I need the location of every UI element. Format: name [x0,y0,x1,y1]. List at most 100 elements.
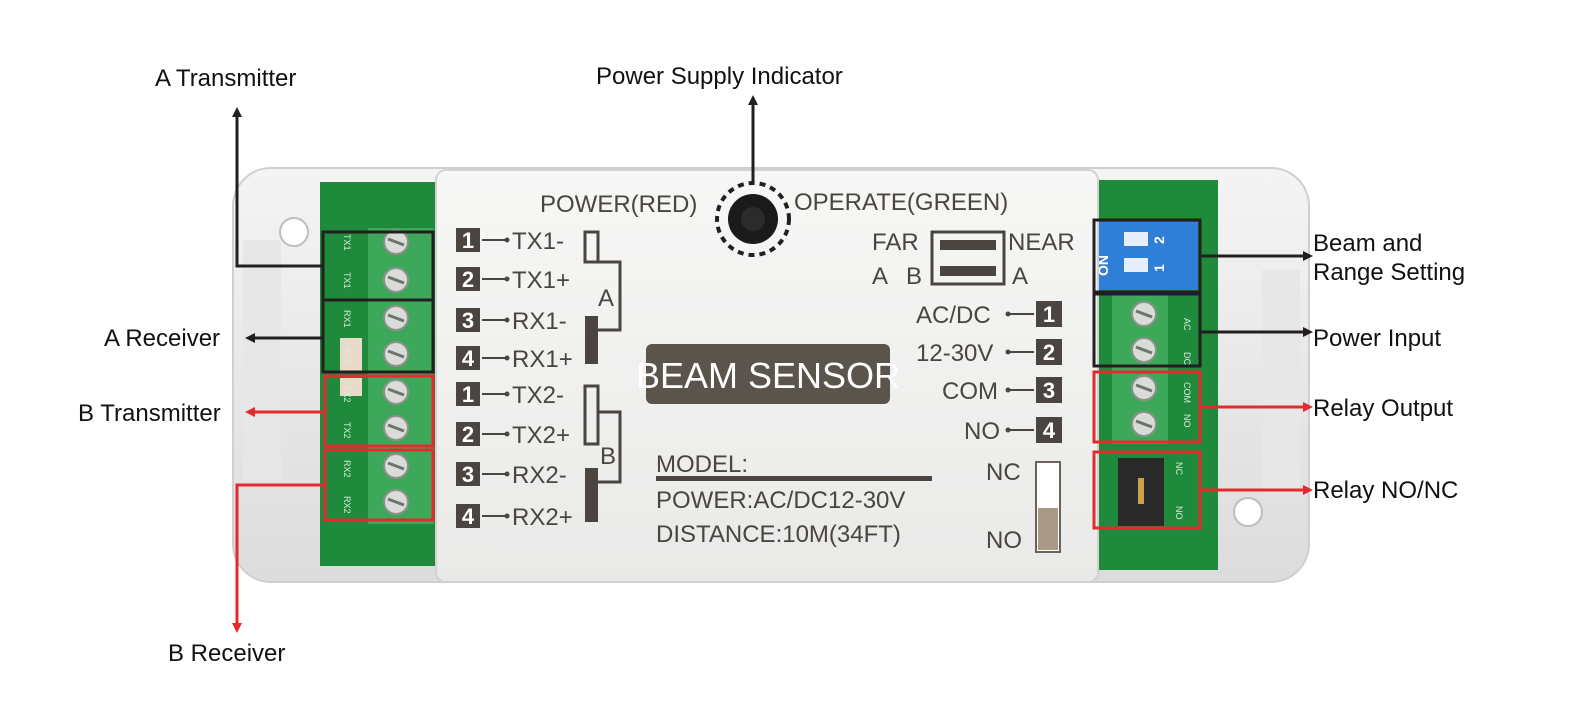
distance-spec: DISTANCE:10M(34FT) [656,521,901,548]
terminal-screw[interactable] [383,229,409,255]
label-a-receiver: A Receiver [104,325,220,352]
label-beam-range-1: Beam and [1313,230,1422,257]
mounting-hole-right [1233,497,1263,527]
terminal-number: 1 [462,382,474,407]
label-beam-range-2: Range Setting [1313,259,1465,286]
pcb-silk-mark: TX2 [342,422,352,439]
terminal-dot [504,391,510,397]
pcb-silk-mark: RX2 [342,496,352,514]
near-label: NEAR [1008,229,1075,256]
pcb-silk-mark: TX2 [342,386,352,403]
pcb-silk-mark: TX1 [342,272,352,289]
terminal-screw[interactable] [383,379,409,405]
callout-arrows [232,95,1313,633]
arrow-a-transmitter [232,107,323,268]
terminal-screw[interactable] [1131,337,1157,363]
mounting-hole-left [279,217,309,247]
left-terminal-row: 3 RX1- [456,308,567,335]
relay-mode-print: NC NO [986,459,1061,554]
jumper-no-mark: NO [1174,506,1184,520]
terminal-number: 3 [1043,378,1055,403]
right-terminal-row: COM 3 [942,377,1062,405]
terminal-number-box [456,308,480,332]
terminal-label: RX2- [512,462,567,489]
group-brackets: A B [583,230,622,522]
terminal-number-box [456,267,480,291]
brand-plate: BEAM SENSOR [636,344,900,404]
terminal-label: NO [964,418,1000,445]
terminal-screw[interactable] [383,267,409,293]
terminal-screw[interactable] [1131,411,1157,437]
terminal-label: RX1+ [512,346,573,373]
group-b-label: B [600,443,616,470]
power-spec: POWER:AC/DC12-30V [656,487,905,514]
right-terminal-row: NO 4 [964,417,1062,445]
terminal-number: 2 [462,267,474,292]
terminal-number-box [1036,417,1062,443]
model-underline [656,476,932,481]
terminal-number: 1 [1043,302,1055,327]
nc-label: NC [986,459,1021,486]
terminal-number: 2 [1043,340,1055,365]
label-b-transmitter: B Transmitter [78,400,221,427]
pcb-silk-mark: RX1 [342,346,352,364]
dip-switch[interactable]: ON 2 1 [1095,222,1198,290]
right-terminal-row: AC/DC 1 [916,301,1062,329]
terminal-label: COM [942,378,998,405]
terminal-label: 12-30V [916,340,993,367]
terminal-number-box [456,382,480,406]
terminal-screw[interactable] [1131,301,1157,327]
terminal-number: 3 [462,308,474,333]
terminal-number-box [456,228,480,252]
operate-green-label: OPERATE(GREEN) [794,189,1008,216]
relay-jumper[interactable]: NC NO [1118,458,1184,526]
brand-name: BEAM SENSOR [636,355,900,396]
pcb-silk-mark: NO [1182,414,1192,428]
terminal-screw[interactable] [1131,375,1157,401]
terminal-label: RX1- [512,308,567,335]
terminal-label: TX2+ [512,422,570,449]
group-a-label: A [598,285,614,312]
terminal-number: 4 [1043,418,1056,443]
terminal-label: RX2+ [512,504,573,531]
terminal-label: TX2- [512,382,564,409]
terminal-number: 4 [462,346,475,371]
terminal-dot [504,355,510,361]
terminal-number: 3 [462,462,474,487]
label-relay-output: Relay Output [1313,395,1453,422]
b-label: B [906,263,922,290]
terminal-number-box [1036,377,1062,403]
label-b-receiver: B Receiver [168,640,285,667]
far-label: FAR [872,229,919,256]
pcb-silk-mark: RX2 [342,460,352,478]
left-terminal-row: 3 RX2- [456,462,567,489]
label-power-input: Power Input [1313,325,1441,352]
terminal-label: AC/DC [916,302,991,329]
terminal-number: 1 [462,228,474,253]
terminal-screw[interactable] [383,453,409,479]
dip-1-mark: 1 [1151,264,1167,272]
terminal-screw[interactable] [383,489,409,515]
arrow-b-receiver [232,483,325,633]
power-red-label: POWER(RED) [540,191,697,218]
a-label: A [872,263,888,290]
callout-labels: A Transmitter Power Supply Indicator A R… [78,63,1465,667]
terminal-number-box [456,504,480,528]
terminal-screw[interactable] [383,305,409,331]
dip-2-mark: 2 [1151,236,1167,244]
left-pcb [320,182,442,566]
terminal-screw[interactable] [383,341,409,367]
label-power-indicator: Power Supply Indicator [596,63,843,90]
pcb-silk-mark: RX1 [342,310,352,328]
terminal-dot [504,431,510,437]
terminal-screw[interactable] [383,415,409,441]
terminal-number-box [1036,301,1062,327]
terminal-label: TX1- [512,228,564,255]
terminal-dot [504,237,510,243]
no-label: NO [986,527,1022,554]
left-terminal-row: 4 RX1+ [456,346,573,373]
terminal-number-box [1036,339,1062,365]
